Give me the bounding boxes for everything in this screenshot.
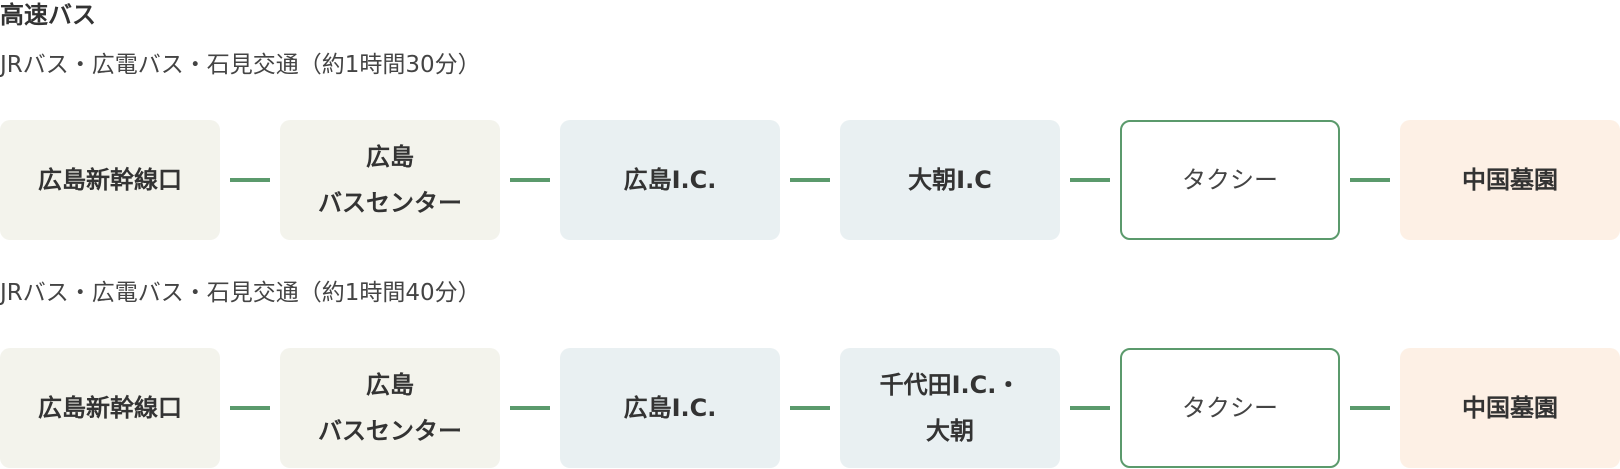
route-2-stop-chiyoda-ic-oasa: 千代田I.C.・ 大朝 <box>840 348 1060 468</box>
route-2-connector-5 <box>1350 406 1390 410</box>
route-2-connector-4 <box>1070 406 1110 410</box>
route-2-stop-chugoku-boen: 中国墓園 <box>1400 348 1620 468</box>
route-1-connector-4 <box>1070 178 1110 182</box>
route-2-label: JRバス・広電バス・石見交通（約1時間40分） <box>0 280 481 306</box>
route-1-connector-5 <box>1350 178 1390 182</box>
route-2-connector-1 <box>230 406 270 410</box>
route-1-label: JRバス・広電バス・石見交通（約1時間30分） <box>0 52 481 78</box>
route-1-stop-hiroshima-bus-center: 広島 バスセンター <box>280 120 500 240</box>
route-2-stop-hiroshima-shinkansen-exit: 広島新幹線口 <box>0 348 220 468</box>
route-1-flow: 広島新幹線口 広島 バスセンター 広島I.C. 大朝I.C タクシー 中国墓園 <box>0 120 1620 240</box>
route-1-stop-oasa-ic: 大朝I.C <box>840 120 1060 240</box>
route-1-connector-1 <box>230 178 270 182</box>
route-1-stop-taxi: タクシー <box>1120 120 1340 240</box>
route-1-connector-2 <box>510 178 550 182</box>
route-2-connector-3 <box>790 406 830 410</box>
route-1-stop-hiroshima-shinkansen-exit: 広島新幹線口 <box>0 120 220 240</box>
route-2-stop-taxi: タクシー <box>1120 348 1340 468</box>
route-2-stop-hiroshima-ic: 広島I.C. <box>560 348 780 468</box>
route-1-connector-3 <box>790 178 830 182</box>
section-title: 高速バス <box>0 1 96 29</box>
route-2-flow: 広島新幹線口 広島 バスセンター 広島I.C. 千代田I.C.・ 大朝 タクシー… <box>0 348 1620 468</box>
route-2-connector-2 <box>510 406 550 410</box>
route-2-stop-hiroshima-bus-center: 広島 バスセンター <box>280 348 500 468</box>
route-1-stop-chugoku-boen: 中国墓園 <box>1400 120 1620 240</box>
route-1-stop-hiroshima-ic: 広島I.C. <box>560 120 780 240</box>
